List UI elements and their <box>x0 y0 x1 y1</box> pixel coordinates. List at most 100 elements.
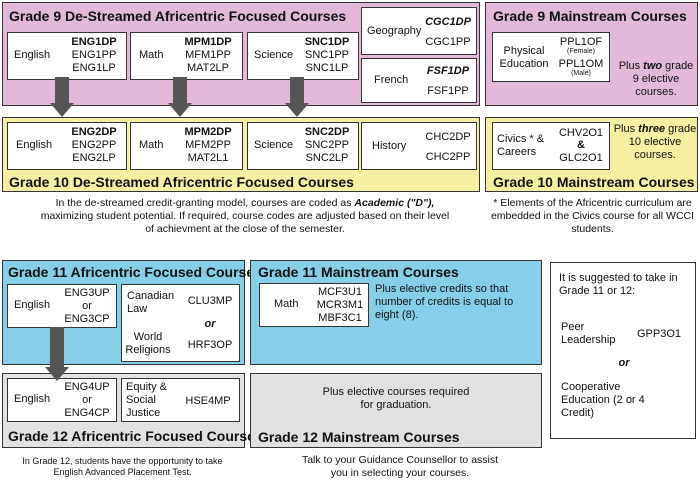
g10-history-code-2: CHC2PP <box>425 151 471 163</box>
grade9-mainstream-title: Grade 9 Mainstream Courses <box>493 8 687 24</box>
g9-english-label: English <box>14 49 51 61</box>
g9-geography-label: Geography <box>367 25 422 37</box>
g9m-elective-em: two <box>643 60 663 72</box>
g12-english-code-2: ENG4CP <box>64 407 110 419</box>
g11-law-code: CLU3MP <box>187 295 233 307</box>
g10-math-code-3: MAT2L1 <box>187 152 229 164</box>
suggestion-intro: It is suggested to take in Grade 11 or 1… <box>559 272 678 297</box>
g9m-elective-pre: Plus <box>618 60 644 72</box>
grade10-africentric-panel: English ENG2DP ENG2PP ENG2LP Math MPM2DP… <box>2 117 480 192</box>
g11m-elective-text: Plus elective credits so that number of … <box>375 283 514 321</box>
destream-note: In the de-streamed credit-granting model… <box>40 197 450 236</box>
g10-english-box: English ENG2DP ENG2PP ENG2LP <box>7 122 127 170</box>
g12-english-code-1: ENG4UP <box>64 381 110 393</box>
grade11-africentric-panel: Grade 11 Africentric Focused Courses Eng… <box>2 260 262 365</box>
g11m-math-code-1: MCF3U1 <box>317 286 362 298</box>
ap-note: In Grade 12, students have the opportuni… <box>22 456 223 477</box>
g11-english-box: English ENG3UP or ENG3CP <box>7 284 117 328</box>
grade11-mainstream-panel: Grade 11 Mainstream Courses Math MCF3U1 … <box>250 260 542 365</box>
grade10-mainstream-panel: Civics * & Careers CHV2O1 & GLC2O1 Plus … <box>485 117 698 192</box>
grade9-mainstream-panel: Grade 9 Mainstream Courses Physical Educ… <box>485 2 698 106</box>
grade11-africentric-title: Grade 11 Africentric Focused Courses <box>8 264 262 280</box>
g10m-civics-label: Civics * & Careers <box>497 133 545 158</box>
g9-french-box: French FSF1DP FSF1PP <box>361 58 477 103</box>
g9m-elective-text: Plus two grade 9 elective courses. <box>616 60 696 99</box>
arrow-english-11-12-head <box>45 367 69 381</box>
grade12-mainstream-panel: Plus elective courses required for gradu… <box>250 373 542 448</box>
grade12-africentric-title: Grade 12 Africentric Focused Courses <box>8 428 263 444</box>
arrow-math-9-10-head <box>168 103 192 117</box>
g9-science-box: Science SNC1DP SNC1PP SNC1LP <box>247 32 359 80</box>
g10m-elective-text: Plus three grade 10 elective courses. <box>612 123 698 162</box>
g9-english-code-2: ENG1PP <box>71 49 117 61</box>
g10-science-box: Science SNC2DP SNC2PP SNC2LP <box>247 122 359 170</box>
g10-english-label: English <box>16 139 53 151</box>
destream-note-pre: In the de-streamed credit-granting model… <box>55 197 355 209</box>
destream-note-em: Academic ("D"), <box>354 197 435 209</box>
g10-math-code-1: MPM2DP <box>184 126 232 138</box>
g12-english-label: English <box>14 393 51 405</box>
grade10-mainstream-title: Grade 10 Mainstream Courses <box>493 174 695 190</box>
g9m-pe-note-2: (Male) <box>571 70 591 77</box>
g9m-pe-label: Physical Education <box>499 45 549 70</box>
suggestion-peer-label: Peer Leadership <box>561 321 616 346</box>
guidance-note: Talk to your Guidance Counsellor to assi… <box>301 454 499 479</box>
g10-english-code-1: ENG2DP <box>71 126 117 138</box>
arrow-english-11-12-shaft <box>50 327 64 369</box>
g11-english-code-2: ENG3CP <box>64 313 110 325</box>
grade12-mainstream-title: Grade 12 Mainstream Courses <box>258 429 460 445</box>
g10m-civics-amp: & <box>577 139 585 151</box>
g11-social-box: Canadian Law CLU3MP or World Religions H… <box>121 284 240 362</box>
g10-science-code-1: SNC2DP <box>304 126 350 138</box>
g10-english-code-2: ENG2PP <box>71 139 117 151</box>
g10m-civics-code-2: GLC2O1 <box>559 152 603 164</box>
g9-french-label: French <box>374 74 409 86</box>
g9-english-code-3: ENG1LP <box>72 62 116 74</box>
g11m-math-code-3: MBF3C1 <box>318 312 362 324</box>
g9-geography-code-1: CGC1DP <box>425 16 471 28</box>
g10-math-label: Math <box>139 139 164 151</box>
g11m-math-code-2: MCR3M1 <box>316 299 364 311</box>
g9-math-code-3: MAT2LP <box>187 62 229 74</box>
g11-english-label: English <box>14 299 51 311</box>
suggestion-peer-code: GPP3O1 <box>637 328 682 340</box>
grade11-mainstream-title: Grade 11 Mainstream Courses <box>258 264 459 280</box>
arrow-english-9-10-shaft <box>55 77 69 105</box>
arrow-science-9-10-head <box>285 103 309 117</box>
g10m-elective-pre: Plus <box>613 123 639 135</box>
g9-geography-box: Geography CGC1DP CGC1PP <box>361 7 477 55</box>
g9-science-code-2: SNC1PP <box>304 49 350 61</box>
g10m-civics-box: Civics * & Careers CHV2O1 & GLC2O1 <box>492 122 610 170</box>
g12-english-or: or <box>82 394 92 406</box>
g11m-math-box: Math MCF3U1 MCR3M1 MBF3C1 <box>259 283 369 327</box>
g12m-elective-text: Plus elective courses required for gradu… <box>322 386 470 411</box>
g12-english-box: English ENG4UP or ENG4CP <box>7 378 117 422</box>
g9-science-code-3: SNC1LP <box>305 62 349 74</box>
arrow-english-9-10-head <box>50 103 74 117</box>
g9-english-box: English ENG1DP ENG1PP ENG1LP <box>7 32 127 80</box>
g10m-elective-em: three <box>638 123 666 135</box>
g11-social-or: or <box>204 318 216 330</box>
g10m-elective-post: grade 10 elective courses. <box>628 123 697 161</box>
g9m-elective-post: grade 9 elective courses. <box>632 60 694 98</box>
civics-note: * Elements of the Africentric curriculum… <box>490 197 695 235</box>
g10-history-label: History <box>372 140 407 152</box>
g12-equity-box: Equity & Social Justice HSE4MP <box>121 378 240 422</box>
g9-science-code-1: SNC1DP <box>304 36 350 48</box>
g10-math-code-2: MFM2PP <box>185 139 231 151</box>
g11-english-code-1: ENG3UP <box>64 287 110 299</box>
g10-science-code-3: SNC2LP <box>305 152 349 164</box>
g11m-math-label: Math <box>274 298 299 310</box>
g11-law-label: Canadian Law <box>127 290 175 315</box>
g9-geography-code-2: CGC1PP <box>425 36 471 48</box>
arrow-math-9-10-shaft <box>173 77 187 105</box>
g10m-civics-code-1: CHV2O1 <box>558 127 604 139</box>
grade10-africentric-title: Grade 10 De-Streamed Africentric Focused… <box>9 174 354 190</box>
g12-equity-label: Equity & Social Justice <box>126 381 167 419</box>
g9-math-code-2: MFM1PP <box>185 49 231 61</box>
g10-history-code-1: CHC2DP <box>425 131 471 143</box>
g9-french-code-1: FSF1DP <box>426 65 470 77</box>
arrow-science-9-10-shaft <box>290 77 304 105</box>
g10-history-box: History CHC2DP CHC2PP <box>361 122 477 170</box>
grade9-africentric-title: Grade 9 De-Streamed Africentric Focused … <box>9 8 347 24</box>
